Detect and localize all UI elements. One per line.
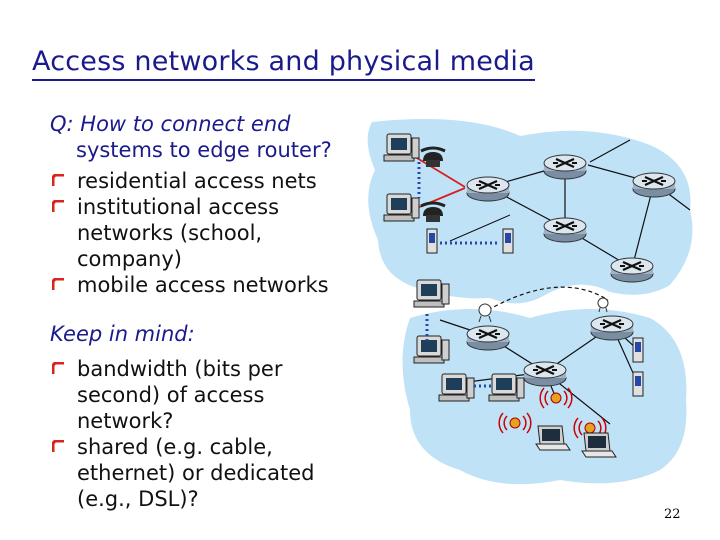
question-line-2: systems to edge router? (76, 138, 332, 162)
residential-link (411, 154, 466, 211)
server-icon (632, 337, 644, 363)
desktop-computer-icon (413, 279, 450, 308)
list-item: shared (e.g. cable, ethernet) or dedicat… (50, 434, 314, 512)
list-item: institutional access networks (school, c… (50, 194, 329, 272)
desktop-computer-icon (438, 373, 475, 402)
bullet-line: company) (77, 247, 182, 271)
bullet-icon (52, 278, 64, 290)
server-icon (632, 371, 644, 397)
satellite-link (487, 286, 609, 311)
router-icon (542, 216, 588, 244)
access-types-list: residential access nets institutional ac… (50, 168, 329, 298)
satellite-dish-icon (597, 297, 609, 313)
bullet-line: bandwidth (bits per (77, 357, 283, 381)
router-icon (542, 153, 588, 181)
desktop-computer-icon (413, 335, 450, 364)
considerations-list: bandwidth (bits per second) of access ne… (50, 356, 314, 512)
bullet-line: residential access nets (77, 169, 317, 193)
bullet-line: second) of access (77, 383, 265, 407)
page-number: 22 (664, 507, 681, 522)
bullet-icon (52, 362, 64, 374)
router-icon (589, 314, 635, 342)
satellite-dish-icon (478, 303, 492, 323)
list-item: residential access nets (50, 168, 329, 194)
bullet-line: (e.g., DSL)? (77, 487, 199, 511)
slide-title: Access networks and physical media (32, 46, 535, 81)
bullet-icon (52, 174, 64, 186)
bullet-icon (52, 440, 64, 452)
bullet-line: ethernet) or dedicated (77, 461, 315, 485)
desktop-computer-icon (383, 133, 420, 162)
bullet-icon (52, 200, 64, 212)
bullet-line: mobile access networks (77, 273, 329, 297)
desktop-computer-icon (383, 193, 420, 222)
list-item: mobile access networks (50, 272, 329, 298)
bullet-line: institutional access (77, 195, 280, 219)
bullet-line: network? (77, 409, 174, 433)
server-icon (502, 228, 514, 254)
keep-in-mind-heading: Keep in mind: (50, 322, 195, 346)
desktop-computer-icon (488, 373, 525, 402)
router-icon (609, 256, 655, 284)
server-link (449, 214, 511, 242)
server-icon (426, 228, 438, 254)
router-icon (465, 175, 511, 203)
router-icon (465, 324, 511, 352)
bullet-line: networks (school, (77, 221, 263, 245)
core-links (487, 139, 691, 269)
isp-cloud (367, 119, 693, 304)
question-line-1: Q: How to connect end (50, 112, 291, 136)
router-icon (522, 360, 568, 388)
router-icon (631, 171, 677, 199)
list-item: bandwidth (bits per second) of access ne… (50, 356, 314, 434)
bullet-line: shared (e.g. cable, (77, 435, 273, 459)
